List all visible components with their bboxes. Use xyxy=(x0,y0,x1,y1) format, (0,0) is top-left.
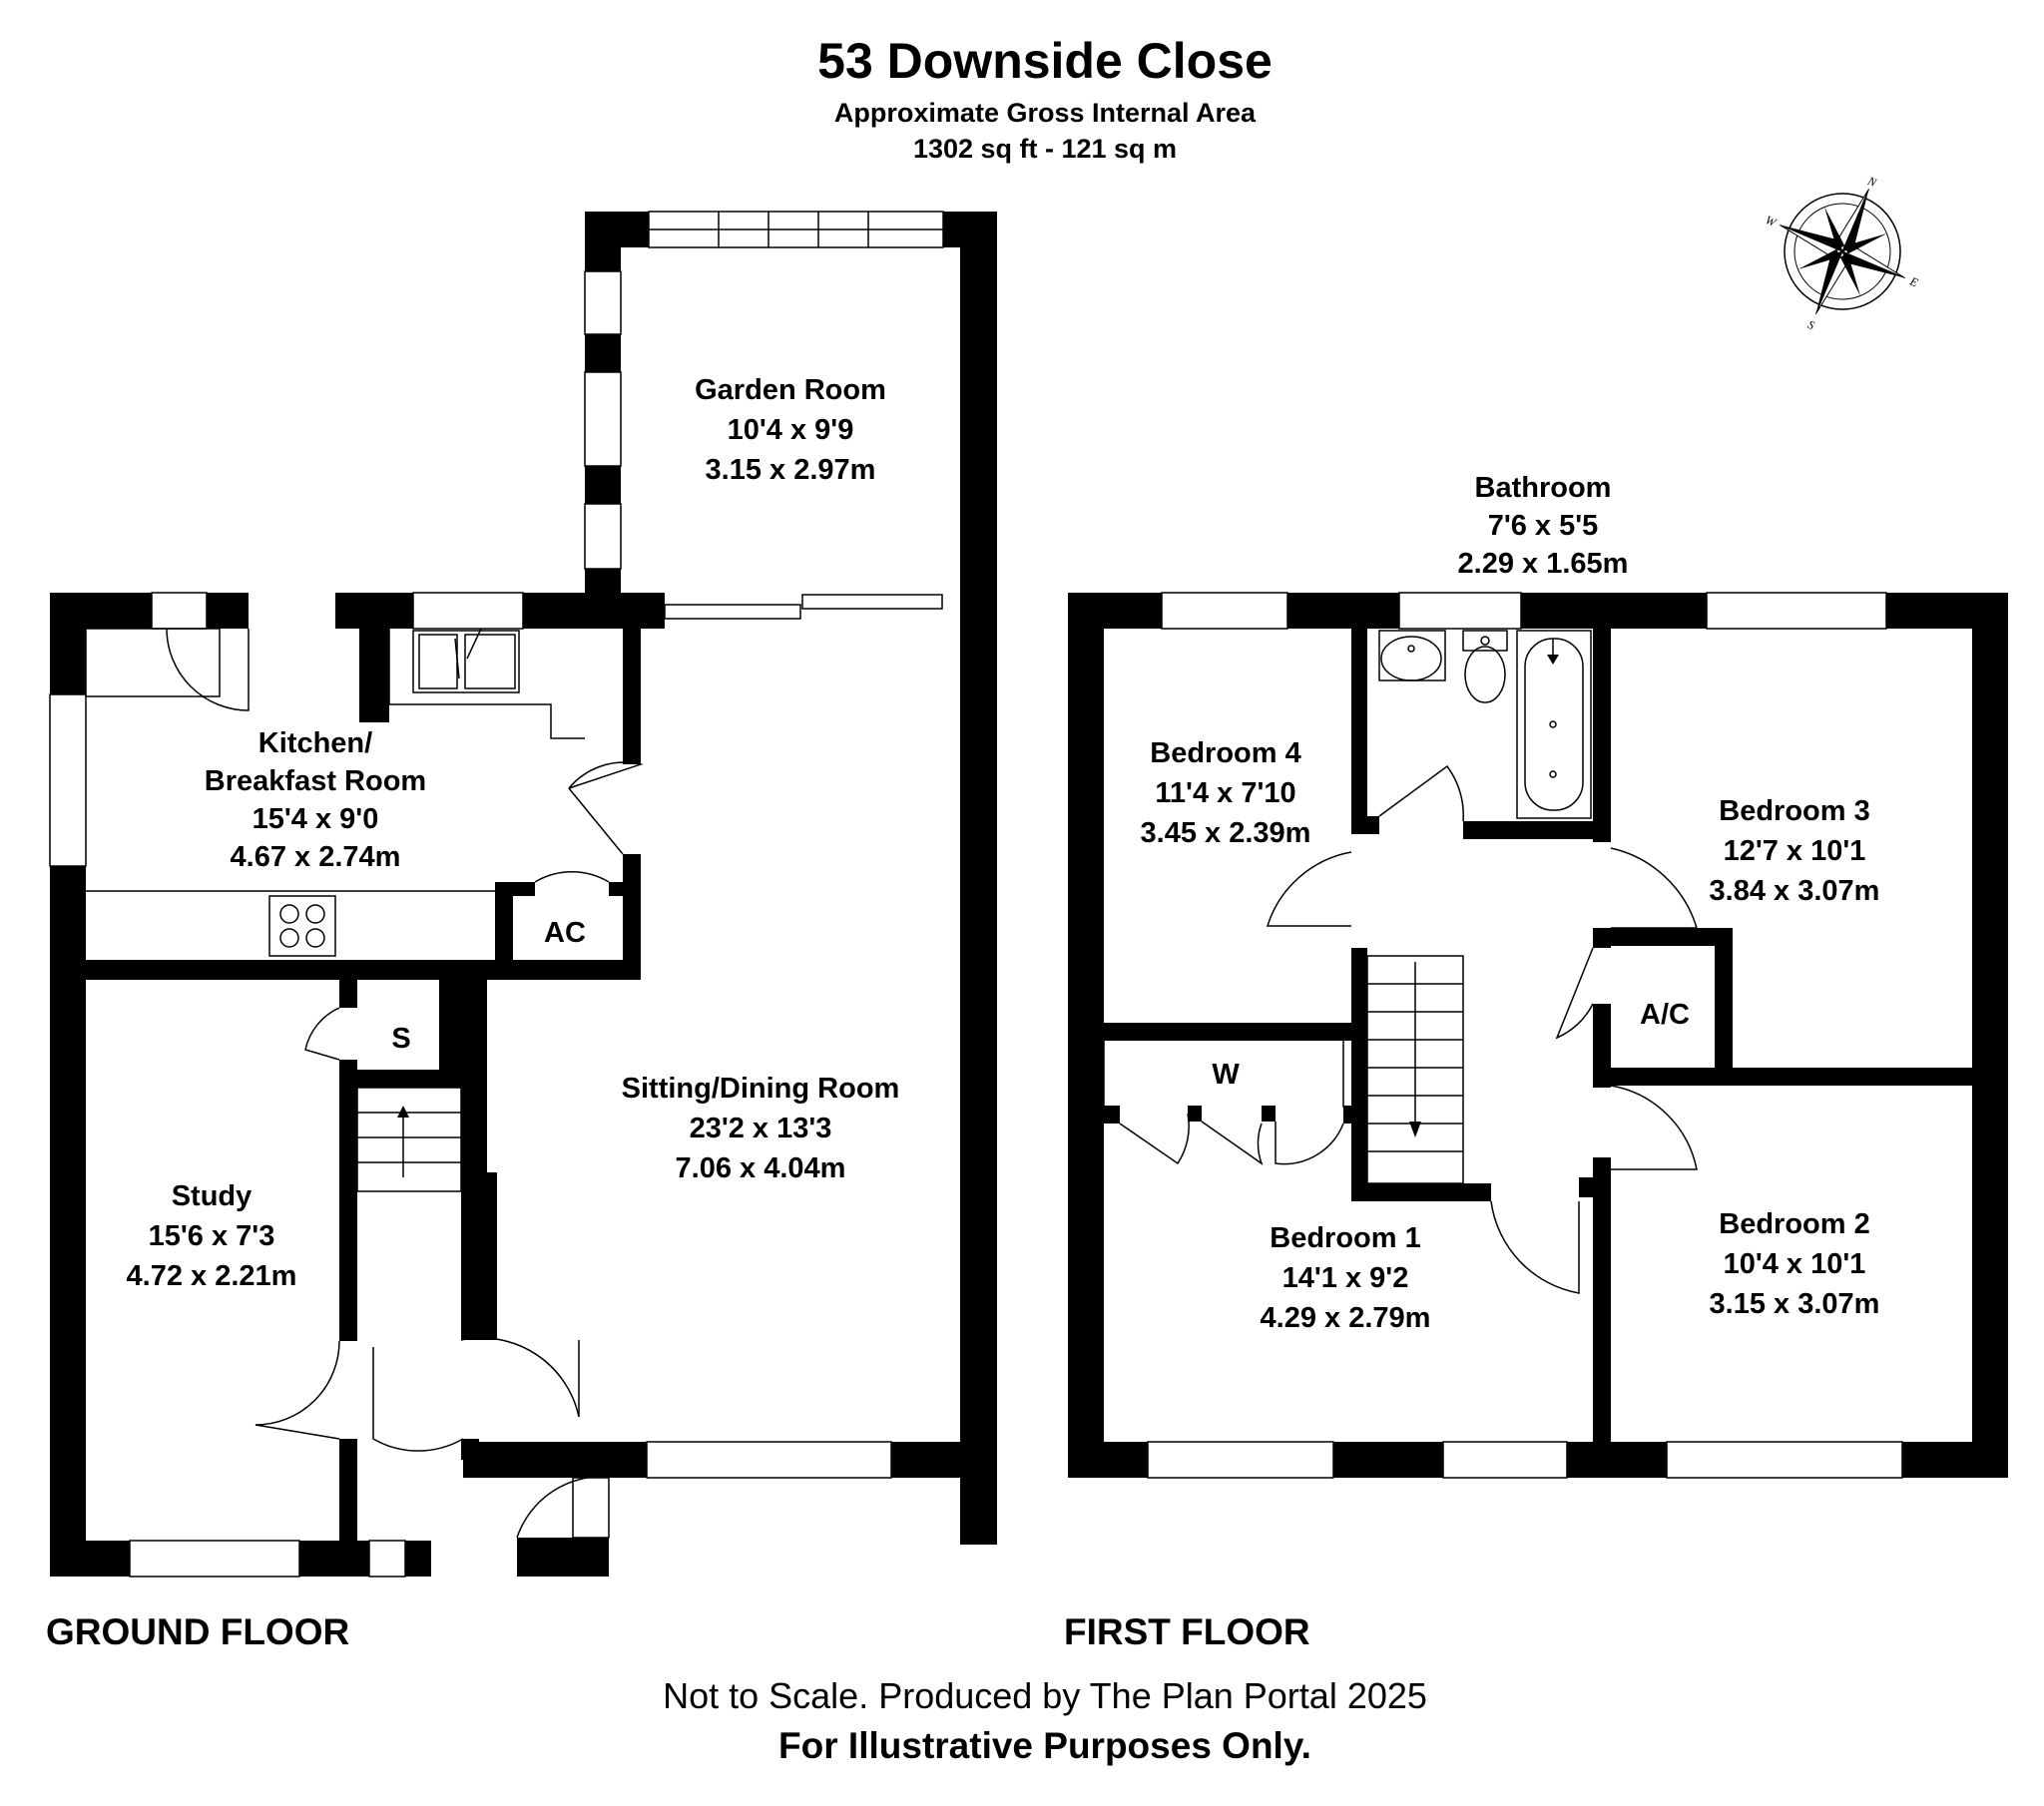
bath-icon xyxy=(1516,630,1592,819)
compass-s: S xyxy=(1805,317,1816,332)
hob-icon xyxy=(268,895,336,957)
study-name: Study xyxy=(172,1180,253,1212)
bathroom-name: Bathroom xyxy=(1475,472,1612,504)
bedroom2-imperial: 10'4 x 10'1 xyxy=(1724,1248,1866,1280)
kitchen-name-line1: Kitchen/ xyxy=(258,727,372,759)
plan-subtitle: Approximate Gross Internal Area xyxy=(834,98,1257,128)
bedroom3-metric: 3.84 x 3.07m xyxy=(1710,875,1880,907)
compass-w: W xyxy=(1764,213,1780,229)
sitting-room-imperial: 23'2 x 13'3 xyxy=(690,1113,832,1144)
toilet-icon xyxy=(1462,630,1508,703)
garden-room-imperial: 10'4 x 9'9 xyxy=(728,414,854,446)
compass-rose-icon: N S E W xyxy=(1764,174,1921,333)
study-imperial: 15'6 x 7'3 xyxy=(149,1220,275,1252)
store-label: S xyxy=(391,1023,410,1055)
ac-first-label: A/C xyxy=(1640,999,1690,1031)
bathroom-imperial: 7'6 x 5'5 xyxy=(1488,510,1599,542)
bedroom4-name: Bedroom 4 xyxy=(1150,737,1300,769)
bedroom2-metric: 3.15 x 3.07m xyxy=(1710,1288,1880,1320)
kitchen-metric: 4.67 x 2.74m xyxy=(231,841,401,873)
sitting-room-name: Sitting/Dining Room xyxy=(622,1073,900,1105)
bedroom1-metric: 4.29 x 2.79m xyxy=(1261,1302,1431,1334)
garden-room-name: Garden Room xyxy=(695,374,886,406)
garden-room-metric: 3.15 x 2.97m xyxy=(706,454,876,486)
bedroom3-name: Bedroom 3 xyxy=(1719,795,1869,827)
bedroom1-imperial: 14'1 x 9'2 xyxy=(1282,1262,1409,1294)
bedroom2-name: Bedroom 2 xyxy=(1719,1208,1869,1240)
first-floor-label: FIRST FLOOR xyxy=(1064,1611,1310,1652)
footer-note: Not to Scale. Produced by The Plan Porta… xyxy=(663,1675,1427,1716)
study-metric: 4.72 x 2.21m xyxy=(127,1260,297,1292)
first-floor-plan: Bathroom 7'6 x 5'5 2.29 x 1.65m Bedroom … xyxy=(1064,472,2008,1652)
bedroom4-imperial: 11'4 x 7'10 xyxy=(1155,777,1295,809)
basin-icon xyxy=(1378,630,1446,681)
plan-title: 53 Downside Close xyxy=(817,33,1273,89)
compass-n: N xyxy=(1864,174,1879,191)
plan-area: 1302 sq ft - 121 sq m xyxy=(913,134,1177,164)
wardrobe-label: W xyxy=(1212,1059,1240,1091)
ground-stairs-icon xyxy=(356,1087,462,1192)
footer-disclaimer: For Illustrative Purposes Only. xyxy=(778,1725,1311,1766)
sitting-room-metric: 7.06 x 4.04m xyxy=(676,1152,846,1184)
bathroom-metric: 2.29 x 1.65m xyxy=(1458,548,1629,580)
bedroom1-name: Bedroom 1 xyxy=(1270,1222,1420,1254)
ac-label: AC xyxy=(544,917,586,949)
ground-floor-label: GROUND FLOOR xyxy=(46,1611,349,1652)
bedroom4-metric: 3.45 x 2.39m xyxy=(1141,817,1311,849)
bedroom3-imperial: 12'7 x 10'1 xyxy=(1724,835,1866,867)
kitchen-imperial: 15'4 x 9'0 xyxy=(253,803,379,835)
first-stairs-icon xyxy=(1366,955,1464,1184)
compass-e: E xyxy=(1907,273,1921,289)
kitchen-name-line2: Breakfast Room xyxy=(205,765,426,797)
ground-floor-plan: Garden Room 10'4 x 9'9 3.15 x 2.97m Kitc… xyxy=(46,211,997,1652)
